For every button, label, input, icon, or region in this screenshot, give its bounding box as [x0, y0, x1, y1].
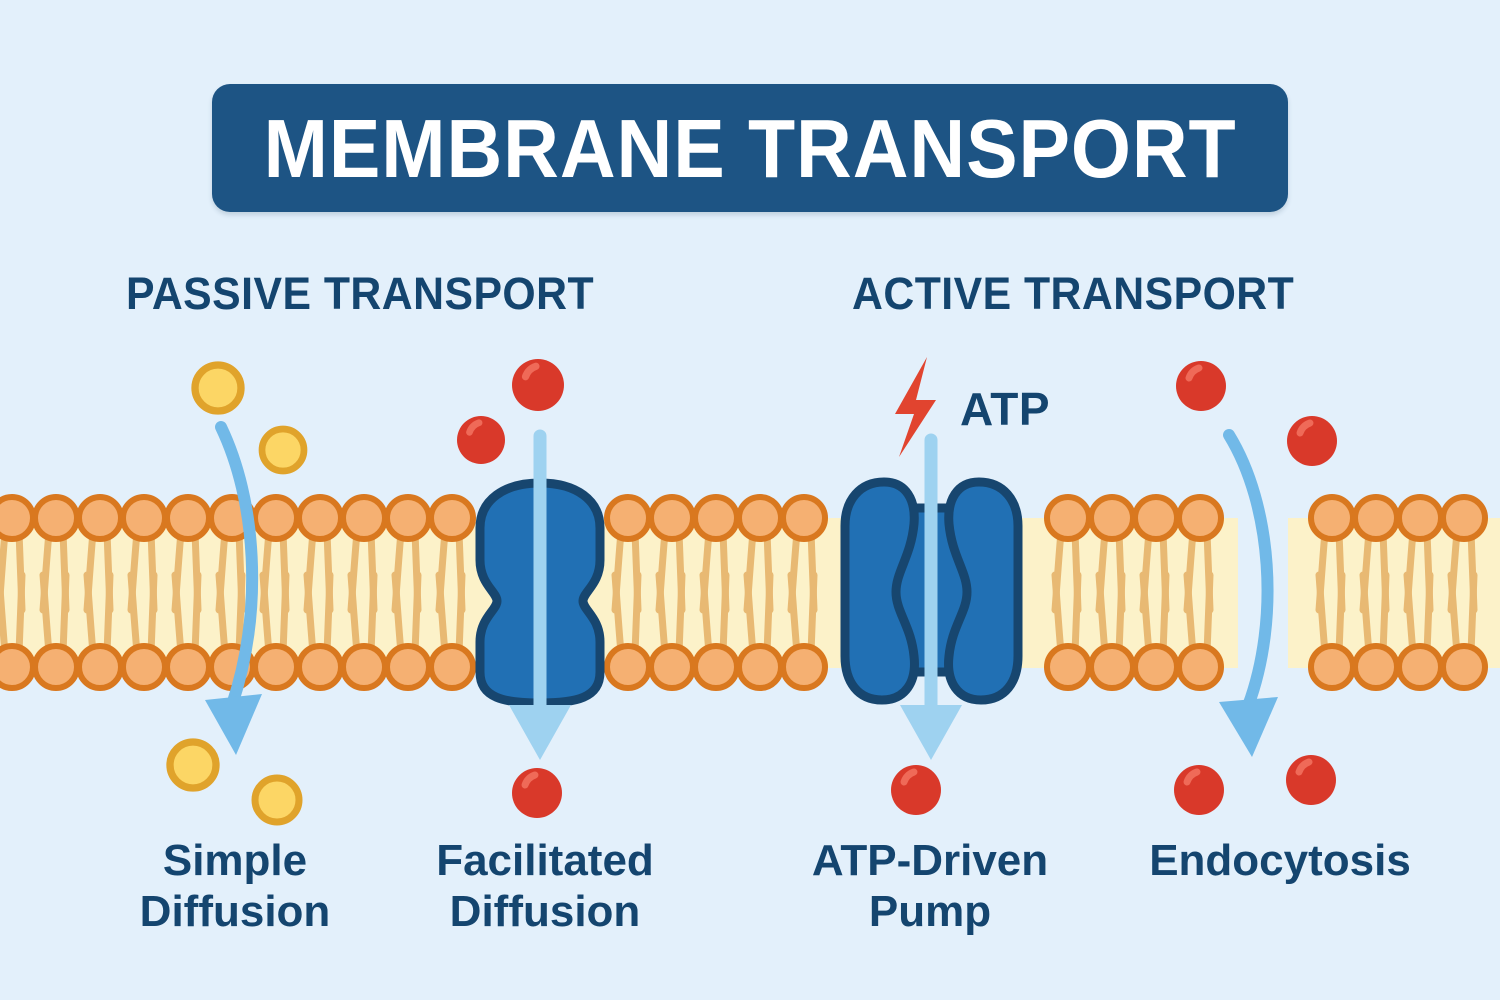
title-banner: MEMBRANE TRANSPORT: [212, 84, 1288, 212]
phospholipid-head: [1355, 646, 1397, 688]
lightning-bolt-icon: [895, 357, 936, 457]
caption-simple-diffusion: Simple Diffusion: [100, 836, 370, 937]
phospholipid-head: [695, 497, 737, 539]
phospholipid-head: [739, 646, 781, 688]
phospholipid-head: [299, 646, 341, 688]
phospholipid-head: [123, 646, 165, 688]
solute-particle-red: [1176, 361, 1226, 411]
phospholipid-head: [123, 497, 165, 539]
phospholipid-head: [1135, 497, 1177, 539]
simple-diffusion-arrow: [205, 421, 262, 755]
atp-pump-protein[interactable]: [840, 477, 1023, 705]
caption-endocytosis-line1: Endocytosis: [1149, 836, 1411, 885]
phospholipid-head: [343, 497, 385, 539]
atp-pump-arrow: [900, 433, 962, 760]
phospholipid-head: [0, 497, 33, 539]
phospholipid-head: [1091, 497, 1133, 539]
phospholipid-head: [79, 497, 121, 539]
phospholipid-head: [607, 646, 649, 688]
solute-particle-red: [1286, 755, 1336, 805]
solute-particle-yellow: [195, 365, 241, 411]
phospholipid-head: [255, 497, 297, 539]
solute-particle-yellow: [255, 778, 299, 822]
phospholipid-head: [1091, 646, 1133, 688]
phospholipid-head: [79, 646, 121, 688]
solute-particle-red: [512, 768, 562, 818]
phospholipid-head: [695, 646, 737, 688]
page-title: MEMBRANE TRANSPORT: [263, 101, 1237, 195]
caption-endocytosis: Endocytosis: [1120, 836, 1440, 887]
phospholipid-head: [431, 646, 473, 688]
phospholipid-head: [0, 646, 33, 688]
phospholipid-head: [167, 497, 209, 539]
phospholipid-head: [783, 646, 825, 688]
solute-particle-red: [1287, 416, 1337, 466]
phospholipid-head: [1311, 497, 1353, 539]
phospholipid-head: [1311, 646, 1353, 688]
phospholipid-head: [1443, 497, 1485, 539]
phospholipid-head: [1179, 497, 1221, 539]
phospholipid-head: [1399, 646, 1441, 688]
phospholipid-head: [1399, 497, 1441, 539]
caption-atp-driven-pump: ATP-Driven Pump: [790, 836, 1070, 937]
caption-atp-driven-pump-line1: ATP-Driven: [811, 836, 1049, 885]
solute-particle-yellow: [170, 742, 216, 788]
phospholipid-head: [1443, 646, 1485, 688]
solute-particle-red: [1174, 765, 1224, 815]
phospholipid-head: [299, 497, 341, 539]
caption-facilitated-diffusion-line1: Facilitated: [436, 836, 654, 885]
atp-label: ATP: [960, 383, 1051, 435]
solute-particle-red: [891, 765, 941, 815]
phospholipid-head: [255, 646, 297, 688]
phospholipid-head: [167, 646, 209, 688]
phospholipid-head: [1179, 646, 1221, 688]
caption-simple-diffusion-line1: Simple: [162, 836, 308, 885]
phospholipid-head: [35, 646, 77, 688]
section-header-passive-transport: PASSIVE TRANSPORT: [126, 268, 595, 319]
phospholipid-head: [343, 646, 385, 688]
phospholipid-head: [651, 497, 693, 539]
caption-facilitated-diffusion: Facilitated Diffusion: [400, 836, 690, 937]
phospholipid-head: [35, 497, 77, 539]
phospholipid-head: [387, 646, 429, 688]
endocytosis-arrow: [1219, 429, 1278, 757]
caption-simple-diffusion-line2: Diffusion: [139, 886, 331, 936]
caption-facilitated-diffusion-line2: Diffusion: [449, 886, 641, 936]
phospholipid-head: [783, 497, 825, 539]
facilitated-diffusion-arrow: [509, 429, 571, 760]
phospholipid-head: [1047, 497, 1089, 539]
phospholipid-head: [431, 497, 473, 539]
solute-particle-yellow: [262, 429, 304, 471]
phospholipid-head: [1135, 646, 1177, 688]
section-header-active-transport: ACTIVE TRANSPORT: [852, 268, 1295, 319]
phospholipid-head: [651, 646, 693, 688]
solute-particle-red: [457, 416, 505, 464]
phospholipid-head: [1355, 497, 1397, 539]
phospholipid-head: [739, 497, 781, 539]
phospholipid-head: [387, 497, 429, 539]
phospholipid-head: [607, 497, 649, 539]
caption-atp-driven-pump-line2: Pump: [868, 886, 992, 936]
solute-particle-red: [512, 359, 564, 411]
phospholipid-head: [1047, 646, 1089, 688]
